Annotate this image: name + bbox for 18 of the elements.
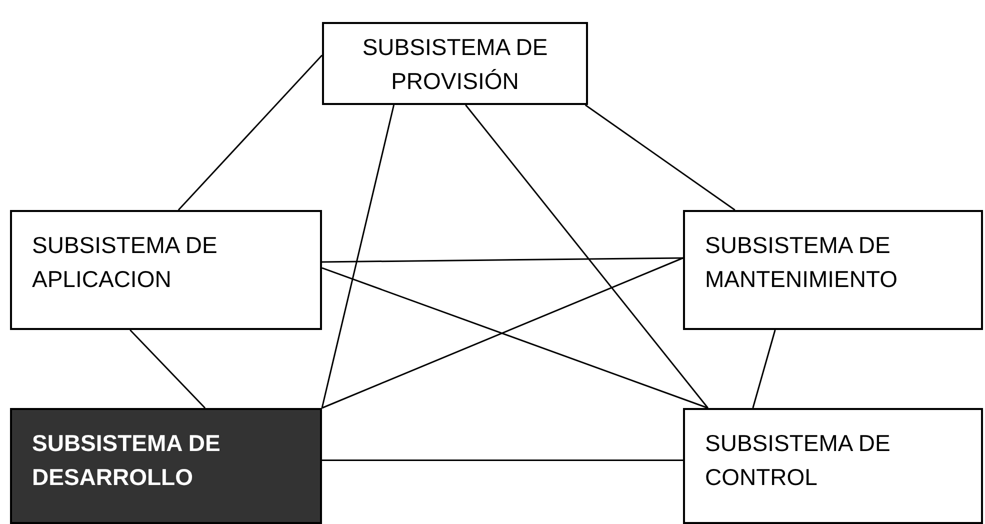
connector-line [584, 104, 736, 211]
connector-line [130, 329, 206, 409]
subsystem-box [10, 210, 322, 330]
box-text: SUBSISTEMA DE MANTENIMIENTO [705, 231, 899, 294]
subsystem-box [683, 210, 983, 330]
box-text: SUBSISTEMA DE CONTROL [705, 429, 892, 492]
box-text: SUBSISTEMA DE DESARROLLO [32, 429, 222, 492]
connector-line [178, 54, 323, 210]
connector-line [321, 104, 395, 408]
box-text: SUBSISTEMA DE PROVISIÓN [361, 32, 549, 96]
subsystem-box [322, 22, 588, 105]
subsystem-box [10, 408, 322, 524]
subsystem-box [683, 408, 983, 524]
connector-line [322, 257, 683, 263]
box-text: SUBSISTEMA DE APLICACION [32, 231, 218, 294]
connector-line [752, 330, 776, 408]
connector-line [465, 104, 708, 408]
connector-line [322, 459, 683, 461]
